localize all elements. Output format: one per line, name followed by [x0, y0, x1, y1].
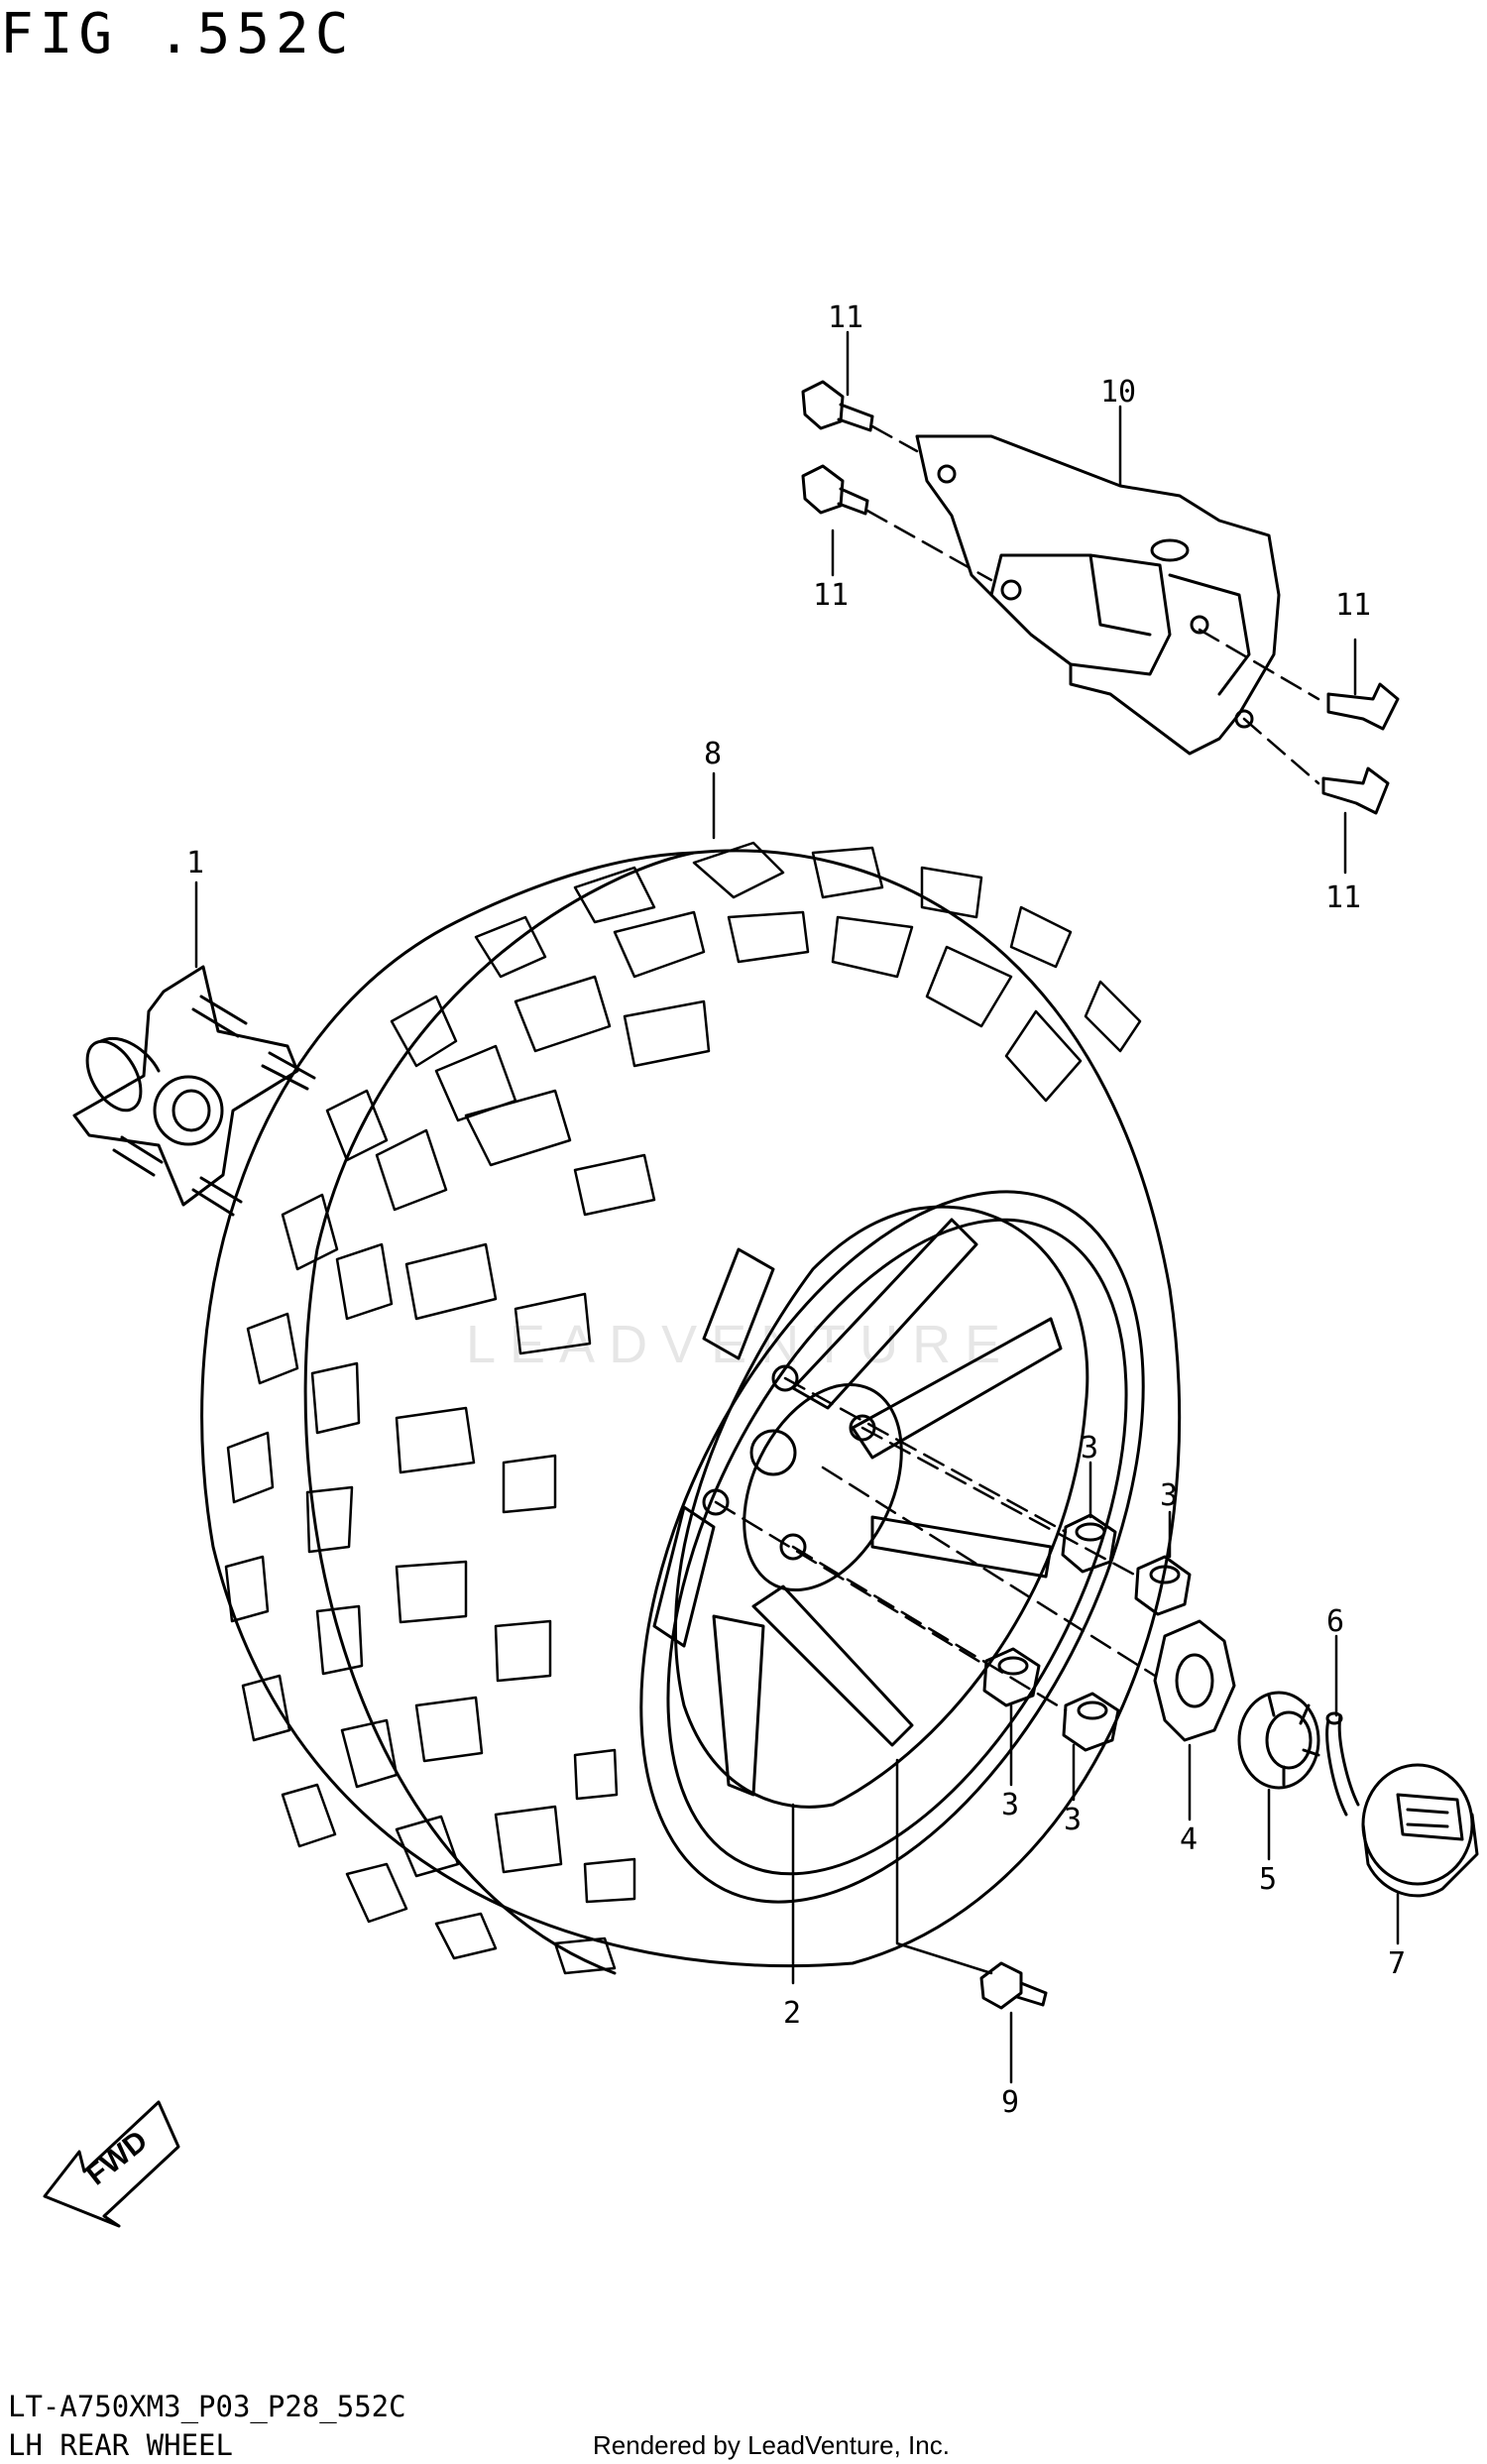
section-name: LH REAR WHEEL — [8, 2428, 233, 2462]
hub-cap — [1361, 1763, 1479, 1898]
tire — [200, 841, 1182, 1975]
lug-nut-2 — [1134, 1555, 1192, 1616]
callout-11a: 11 — [828, 300, 863, 335]
dashed-leaders — [714, 424, 1320, 1712]
model-code: LT-A750XM3_P03_P28_552C — [8, 2390, 406, 2423]
wheel-hub — [72, 965, 316, 1217]
callout-4: 4 — [1180, 1822, 1198, 1857]
washer — [1153, 1619, 1236, 1742]
bracket — [915, 434, 1281, 756]
bolt-11b — [801, 464, 869, 516]
wheel-rim — [639, 1190, 1145, 1904]
rendered-by: Rendered by LeadVenture, Inc. — [593, 2430, 950, 2460]
callout-3a: 3 — [1081, 1431, 1098, 1466]
callout-11d: 11 — [1325, 880, 1361, 915]
callout-3d: 3 — [1064, 1803, 1082, 1837]
valve-stem — [979, 1961, 1048, 2010]
lug-nut-4 — [1062, 1692, 1120, 1752]
callout-3c: 3 — [1001, 1788, 1019, 1822]
figure-title: FIG .552C — [0, 2, 355, 66]
bolt-11c — [1326, 682, 1400, 731]
bolt-11a — [801, 380, 874, 432]
callout-6: 6 — [1326, 1604, 1344, 1639]
lug-nut-3 — [982, 1647, 1041, 1707]
leader-lines — [194, 330, 1400, 2084]
cotter-pin — [1325, 1711, 1360, 1817]
callout-3b: 3 — [1160, 1478, 1178, 1513]
watermark-text: LEADVENTURE — [466, 1315, 1015, 1374]
callout-5: 5 — [1259, 1862, 1277, 1897]
callout-1: 1 — [186, 846, 204, 880]
callout-11c: 11 — [1335, 588, 1371, 623]
callout-2: 2 — [783, 1996, 801, 2031]
callout-11b: 11 — [813, 578, 849, 613]
callout-8: 8 — [704, 737, 722, 771]
callout-9: 9 — [1001, 2085, 1019, 2120]
castle-nut — [1237, 1691, 1320, 1790]
callout-10: 10 — [1100, 375, 1136, 410]
bolt-11d — [1321, 766, 1390, 815]
callout-7: 7 — [1388, 1946, 1406, 1981]
forward-arrow — [43, 2100, 180, 2228]
